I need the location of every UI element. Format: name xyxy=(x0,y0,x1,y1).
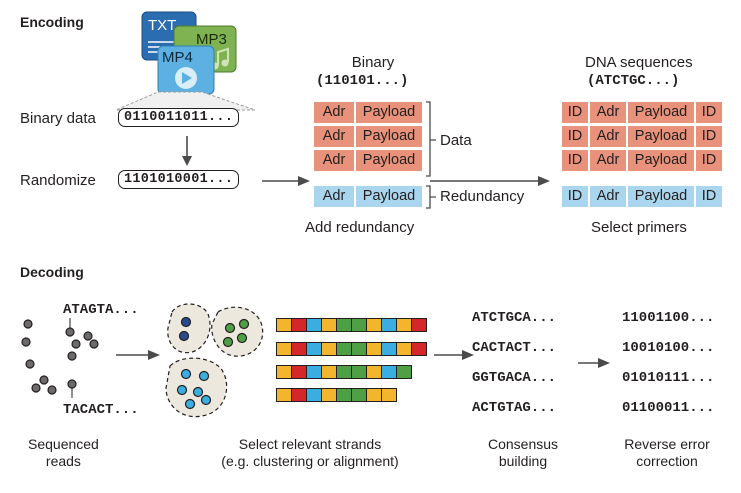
payload-block: Payload xyxy=(628,150,694,171)
consensus-sequence: ACTGTAG... xyxy=(472,400,557,416)
dna-heading: DNA sequences xyxy=(585,54,693,71)
dna-strand xyxy=(276,318,427,332)
adr-block: Adr xyxy=(590,150,626,171)
zoom-dashed-lines xyxy=(115,91,256,111)
binary-data-label: Binary data xyxy=(20,110,96,127)
sequenced-reads-caption-line: reads xyxy=(45,453,81,469)
id-block: ID xyxy=(696,102,722,123)
right-arrow-icon xyxy=(578,358,610,368)
add-redundancy-caption: Add redundancy xyxy=(305,219,415,236)
id-block: ID xyxy=(562,186,588,207)
consensus-sequence: GGTGACA... xyxy=(472,370,557,386)
dna-example: (ATCTGC...) xyxy=(587,73,680,89)
mp3-file-label: MP3 xyxy=(196,31,227,48)
error-caption-line1: Reverse error xyxy=(624,436,710,452)
select-strands-caption-line2: (e.g. clustering or alignment) xyxy=(221,453,399,469)
redundancy-block-row: Adr Payload xyxy=(314,186,424,207)
select-primers-caption: Select primers xyxy=(591,219,687,236)
binary-output: 11001100... xyxy=(622,310,715,326)
binary-data-value: 0110011011... xyxy=(118,108,240,127)
adr-block: Adr xyxy=(590,126,626,147)
binary-output: 01010111... xyxy=(622,370,715,386)
binary-example: (110101...) xyxy=(316,73,409,89)
payload-block: Payload xyxy=(356,102,422,123)
read-label: TACACT... xyxy=(63,402,139,418)
select-strands-caption: Select relevant strands (e.g. clustering… xyxy=(190,436,430,470)
id-block: ID xyxy=(696,186,722,207)
dna-block-row: ID Adr Payload ID xyxy=(562,102,724,123)
right-arrow-icon xyxy=(434,350,474,360)
binary-output: 10010100... xyxy=(622,340,715,356)
binary-block-row: Adr Payload xyxy=(314,150,424,171)
dna-strand xyxy=(276,388,397,402)
dna-strand xyxy=(276,365,412,379)
payload-block: Payload xyxy=(356,150,422,171)
adr-block: Adr xyxy=(590,186,626,207)
id-block: ID xyxy=(562,150,588,171)
down-arrow-icon xyxy=(182,136,192,166)
id-block: ID xyxy=(562,126,588,147)
consensus-sequence: ATCTGCA... xyxy=(472,310,557,326)
randomize-value: 1101010001... xyxy=(118,170,240,189)
encoding-title: Encoding xyxy=(20,14,84,30)
error-caption-line2: correction xyxy=(636,453,698,469)
id-block: ID xyxy=(696,150,722,171)
select-strands-caption-line1: Select relevant strands xyxy=(238,436,382,452)
file-icons-graphic: TXT MP3 MP4 xyxy=(141,11,237,95)
payload-block: Payload xyxy=(628,186,694,207)
adr-block: Adr xyxy=(314,150,354,171)
dna-redundancy-row: ID Adr Payload ID xyxy=(562,186,724,207)
binary-output: 01100011... xyxy=(622,400,715,416)
adr-block: Adr xyxy=(314,102,354,123)
binary-heading: Binary xyxy=(351,54,395,71)
adr-block: Adr xyxy=(314,126,354,147)
consensus-sequence: CACTACT... xyxy=(472,340,557,356)
dna-block-row: ID Adr Payload ID xyxy=(562,126,724,147)
adr-block: Adr xyxy=(314,186,354,207)
adr-block: Adr xyxy=(590,102,626,123)
dna-block-row: ID Adr Payload ID xyxy=(562,150,724,171)
randomize-label: Randomize xyxy=(20,172,96,189)
sequenced-reads-caption-line: Sequenced xyxy=(28,436,99,452)
binary-block-row: Adr Payload xyxy=(314,126,424,147)
payload-block: Payload xyxy=(356,126,422,147)
consensus-caption-line1: Consensus xyxy=(487,436,559,452)
consensus-caption-line2: building xyxy=(498,453,548,469)
binary-block-row: Adr Payload xyxy=(314,102,424,123)
consensus-caption: Consensus building xyxy=(468,436,578,470)
cluster-blobs xyxy=(165,303,264,418)
redundancy-brace-label: Redundancy xyxy=(440,188,525,205)
sequenced-reads-dots xyxy=(21,318,99,398)
id-block: ID xyxy=(696,126,722,147)
id-block: ID xyxy=(562,102,588,123)
mp4-file-icon xyxy=(157,45,215,95)
dna-strand xyxy=(276,342,427,356)
mp4-file-label: MP4 xyxy=(162,49,193,66)
brace-lines xyxy=(426,101,436,209)
txt-file-label: TXT xyxy=(148,17,176,34)
error-correction-caption: Reverse error correction xyxy=(612,436,722,470)
payload-block: Payload xyxy=(628,102,694,123)
read-label: ATAGTA... xyxy=(63,302,139,318)
right-arrow-icon xyxy=(430,176,550,186)
right-arrow-icon xyxy=(116,350,160,360)
payload-block: Payload xyxy=(356,186,422,207)
right-arrow-icon xyxy=(262,176,310,186)
data-brace-label: Data xyxy=(440,132,472,149)
decoding-title: Decoding xyxy=(20,264,84,280)
payload-block: Payload xyxy=(628,126,694,147)
